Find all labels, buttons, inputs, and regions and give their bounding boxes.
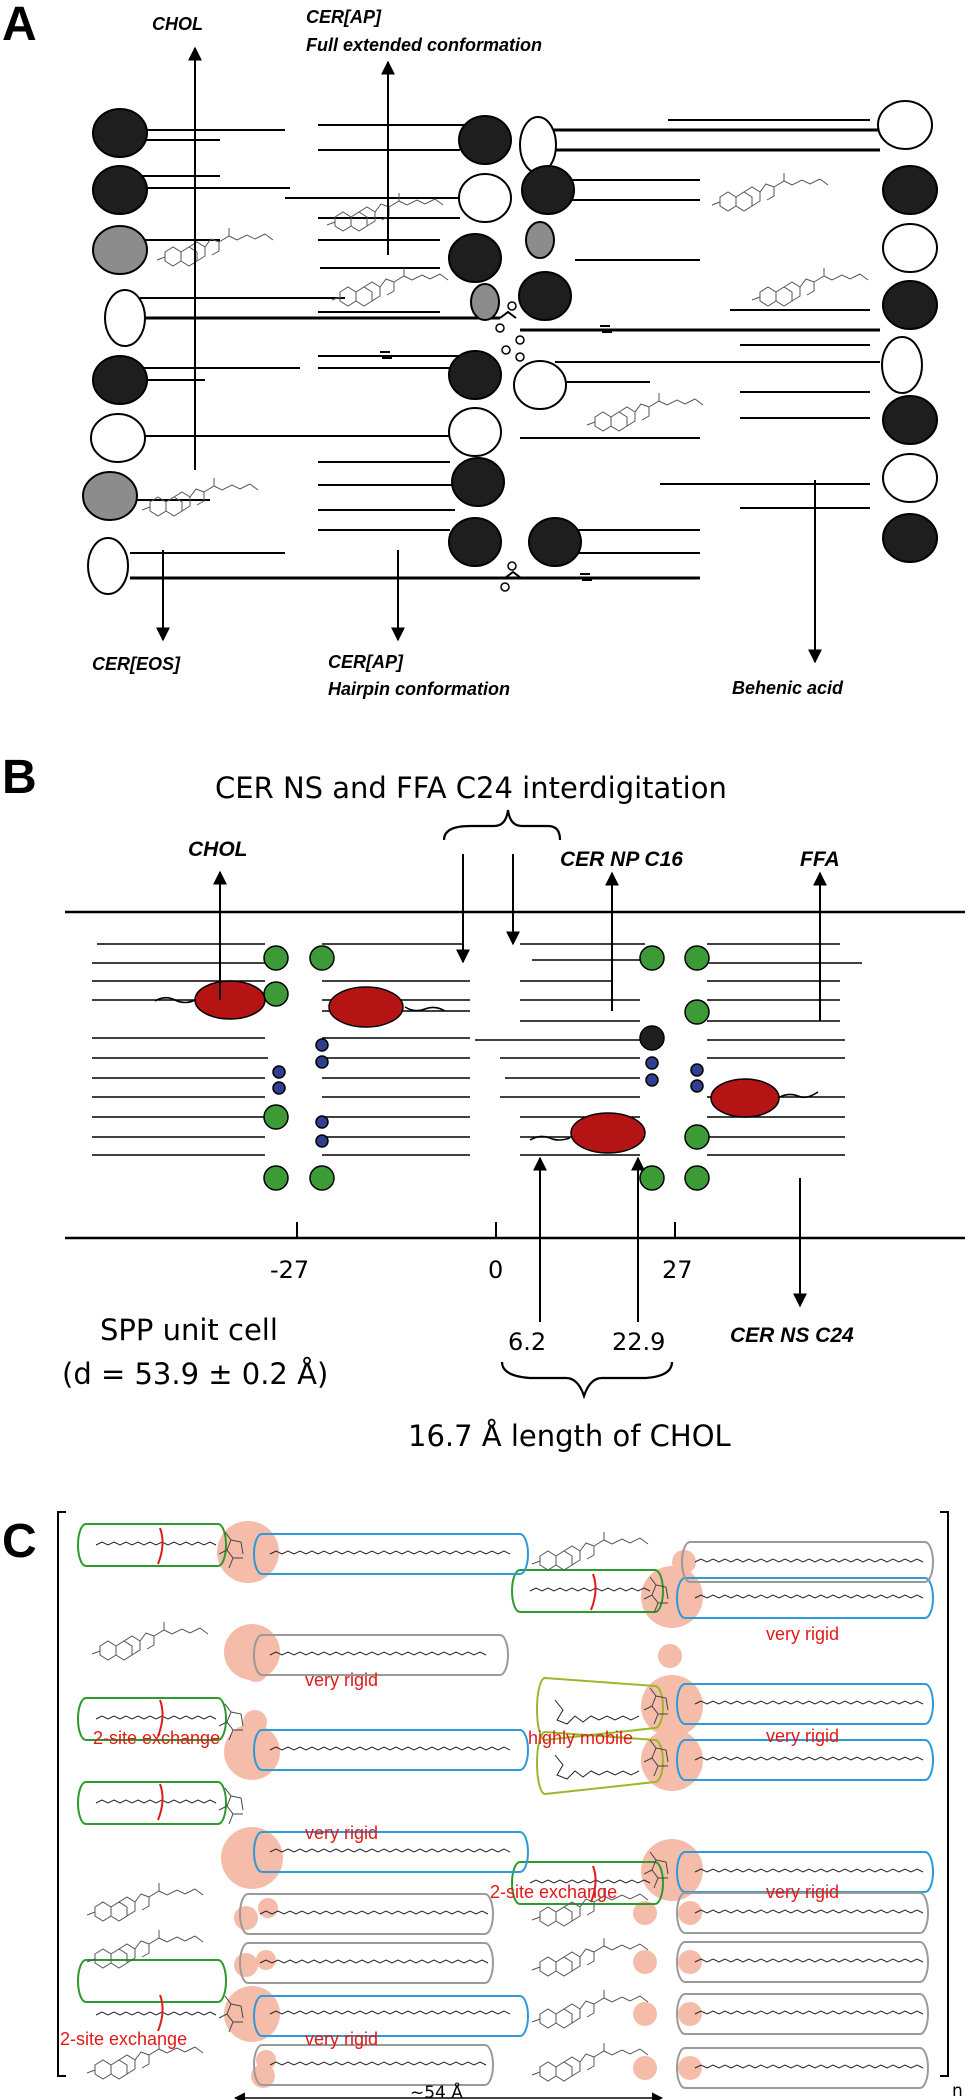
cer-ap-extended-sublabel: Full extended conformation [306, 35, 542, 55]
panel-c-diagram [57, 1511, 949, 2100]
label-very-rigid-4: very rigid [305, 1823, 378, 1843]
label-very-rigid-6: very rigid [305, 2029, 378, 2049]
label-very-rigid-1: very rigid [766, 1624, 839, 1644]
dimension-label: ~54 Å [410, 2081, 463, 2100]
interdigitation-title: CER NS and FFA C24 interdigitation [215, 771, 727, 805]
chol-label-a: CHOL [152, 14, 203, 34]
cer-np-label: CER NP C16 [560, 848, 683, 871]
label-very-rigid-3: very rigid [766, 1726, 839, 1746]
unit-cell-dimension: (d = 53.9 ± 0.2 Å) [62, 1357, 328, 1391]
tick-label-minus27: -27 [270, 1256, 309, 1284]
panel-b-diagram [65, 809, 965, 1400]
cer-ap-hairpin-sublabel: Hairpin conformation [328, 679, 510, 699]
cer-ns-label: CER NS C24 [730, 1324, 854, 1347]
behenic-acid-label: Behenic acid [732, 678, 844, 698]
label-very-rigid-2: very rigid [305, 1670, 378, 1690]
panel-c-label: C [2, 1515, 37, 1568]
label-2-site-exchange-3: 2-site exchange [60, 2029, 187, 2049]
chol-length-label: 16.7 Å length of CHOL [408, 1419, 731, 1453]
tick-label-0: 0 [488, 1256, 503, 1284]
ffa-label: FFA [800, 848, 840, 871]
panel-a-label: A [2, 0, 37, 51]
panel-a-diagram [82, 46, 938, 664]
position-label-1: 6.2 [508, 1328, 546, 1356]
label-2-site-exchange-2: 2-site exchange [490, 1882, 617, 1902]
label-2-site-exchange-1: 2-site exchange [93, 1728, 220, 1748]
cer-ap-extended-label: CER[AP] [306, 7, 382, 27]
cer-ap-hairpin-label: CER[AP] [328, 652, 404, 672]
tick-label-27: 27 [662, 1256, 693, 1284]
unit-cell-label: SPP unit cell [100, 1313, 278, 1347]
repeat-subscript: n [952, 2081, 963, 2100]
chol-label-b: CHOL [188, 838, 248, 861]
panel-b-label: B [2, 751, 37, 804]
label-very-rigid-5: very rigid [766, 1882, 839, 1902]
label-highly-mobile: highly mobile [528, 1728, 633, 1748]
position-label-2: 22.9 [612, 1328, 665, 1356]
cer-eos-label: CER[EOS] [92, 654, 181, 674]
